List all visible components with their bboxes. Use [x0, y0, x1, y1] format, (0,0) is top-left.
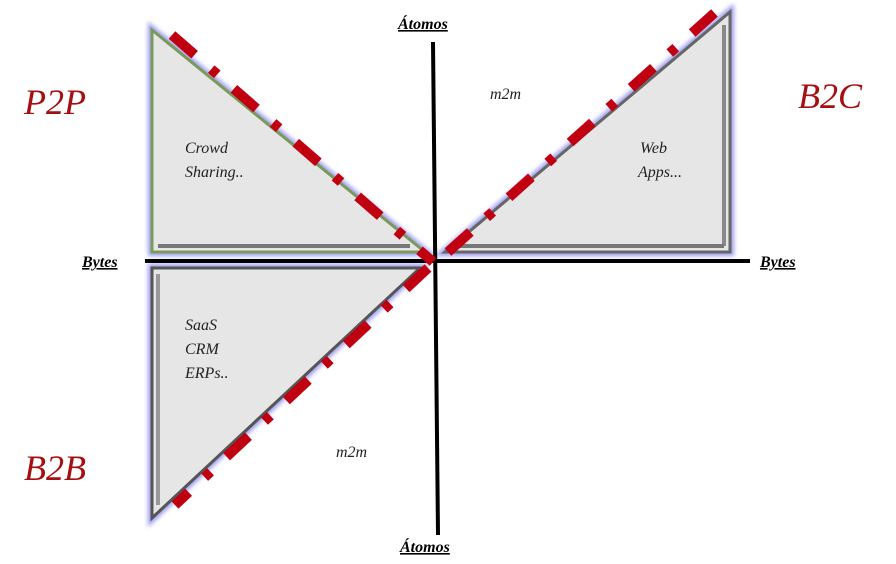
- axis-label-right: Bytes: [759, 254, 796, 271]
- m2m-label-top: m2m: [490, 86, 521, 103]
- p2p-dashed-boundary: [168, 31, 437, 266]
- b2c-dashed-boundary: [444, 4, 724, 256]
- axis-label-bottom: Átomos: [399, 537, 450, 556]
- axis-label-top: Átomos: [397, 14, 448, 33]
- b2b-note-1: SaaS: [185, 317, 217, 334]
- p2p-triangle: [148, 21, 437, 256]
- quadrant-label-p2p: P2P: [23, 82, 86, 122]
- vertical-axis: [431, 41, 440, 536]
- quadrant-label-b2b: B2B: [24, 448, 86, 488]
- b2b-triangle: [148, 264, 431, 528]
- b2b-note-2: CRM: [185, 341, 220, 358]
- axis-label-left: Bytes: [81, 254, 118, 271]
- quadrant-label-b2c: B2C: [798, 76, 863, 116]
- m2m-label-bottom: m2m: [336, 444, 367, 461]
- p2p-note-2: Sharing..: [185, 164, 244, 181]
- b2c-note-1: Web: [640, 140, 667, 157]
- p2p-note-1: Crowd: [185, 140, 229, 157]
- b2c-note-2: Apps...: [637, 164, 682, 181]
- b2b-note-3: ERPs..: [184, 365, 229, 382]
- b2b-dashed-boundary: [171, 264, 432, 509]
